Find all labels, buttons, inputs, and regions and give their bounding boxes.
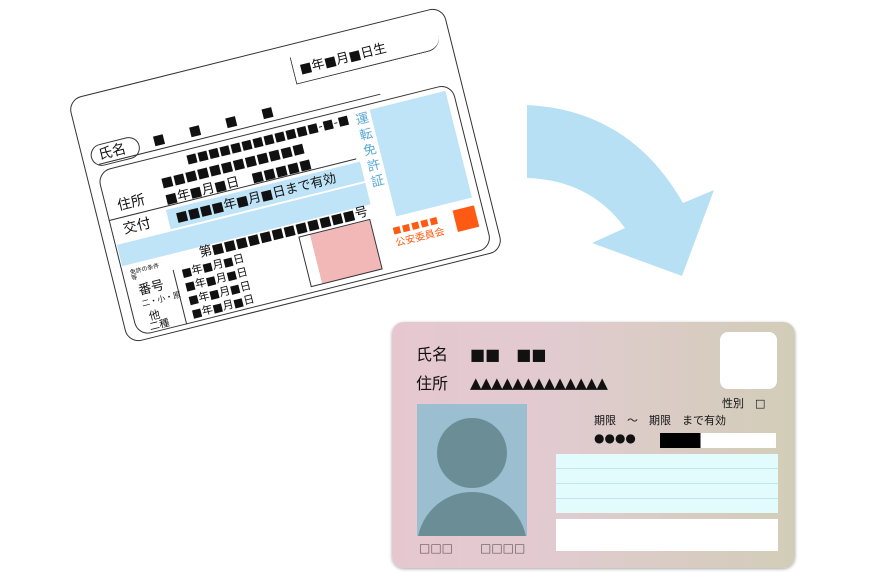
class3-label: 二種 — [148, 317, 171, 334]
address-value: ▲▲▲▲▲▲▲▲▲▲▲▲▲ — [470, 374, 608, 392]
blank-field — [556, 519, 778, 551]
my-number-card: 氏名 ■■ ■■ 住所 ▲▲▲▲▲▲▲▲▲▲▲▲▲ 性別 □ 期限 ～ 期限 ま… — [392, 322, 795, 568]
photo-area — [417, 404, 527, 536]
photo-caption-right: □□□□ — [480, 541, 526, 555]
validity: 期限 ～ 期限 まで有効 — [594, 414, 726, 427]
person-head-icon — [437, 418, 507, 488]
photo-caption-left: □□□ — [419, 541, 454, 555]
chip-area — [720, 332, 777, 389]
name-value: ■■ ■■ — [470, 345, 547, 364]
address-label: 住所 — [416, 374, 449, 393]
number-bar — [660, 433, 776, 448]
name-label: 氏名 — [416, 345, 449, 364]
dots: ●●●● — [594, 431, 636, 445]
person-body-icon — [417, 492, 527, 536]
sex-label: 性別 □ — [722, 397, 766, 410]
info-field — [556, 454, 778, 513]
